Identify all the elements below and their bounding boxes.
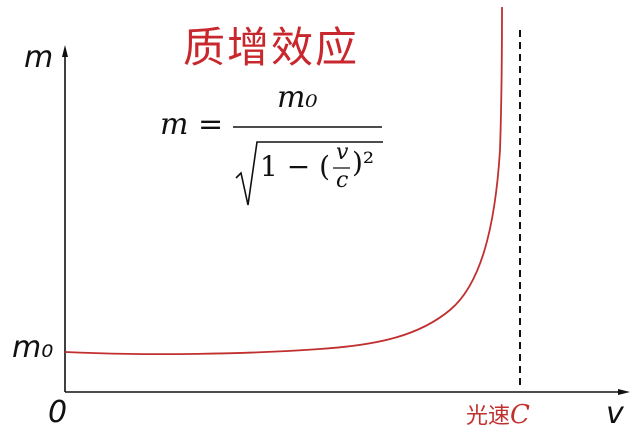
light-speed-cn: 光速 xyxy=(466,404,511,429)
x-axis-label: v xyxy=(606,396,624,431)
x-axis-arrow-icon xyxy=(618,389,630,395)
light-speed-label: 光速C xyxy=(466,398,530,430)
y-axis-label: m xyxy=(24,40,54,75)
light-speed-symbol: C xyxy=(510,400,530,430)
sqrt-sign-icon xyxy=(235,141,383,206)
origin-label: 0 xyxy=(48,395,68,430)
formula-lhs: m = xyxy=(160,107,224,142)
formula-c: c xyxy=(336,168,349,193)
formula-v: v xyxy=(336,140,349,165)
y-axis-arrow-icon xyxy=(62,45,68,57)
mass-velocity-curve xyxy=(64,6,503,356)
m0-tick-label: m₀ xyxy=(12,330,54,365)
formula-numerator: m₀ xyxy=(277,80,318,115)
chart-title: 质增效应 xyxy=(183,23,360,72)
formula-exponent: )² xyxy=(352,146,375,179)
formula-denominator-start: 1 − ( xyxy=(260,150,330,183)
